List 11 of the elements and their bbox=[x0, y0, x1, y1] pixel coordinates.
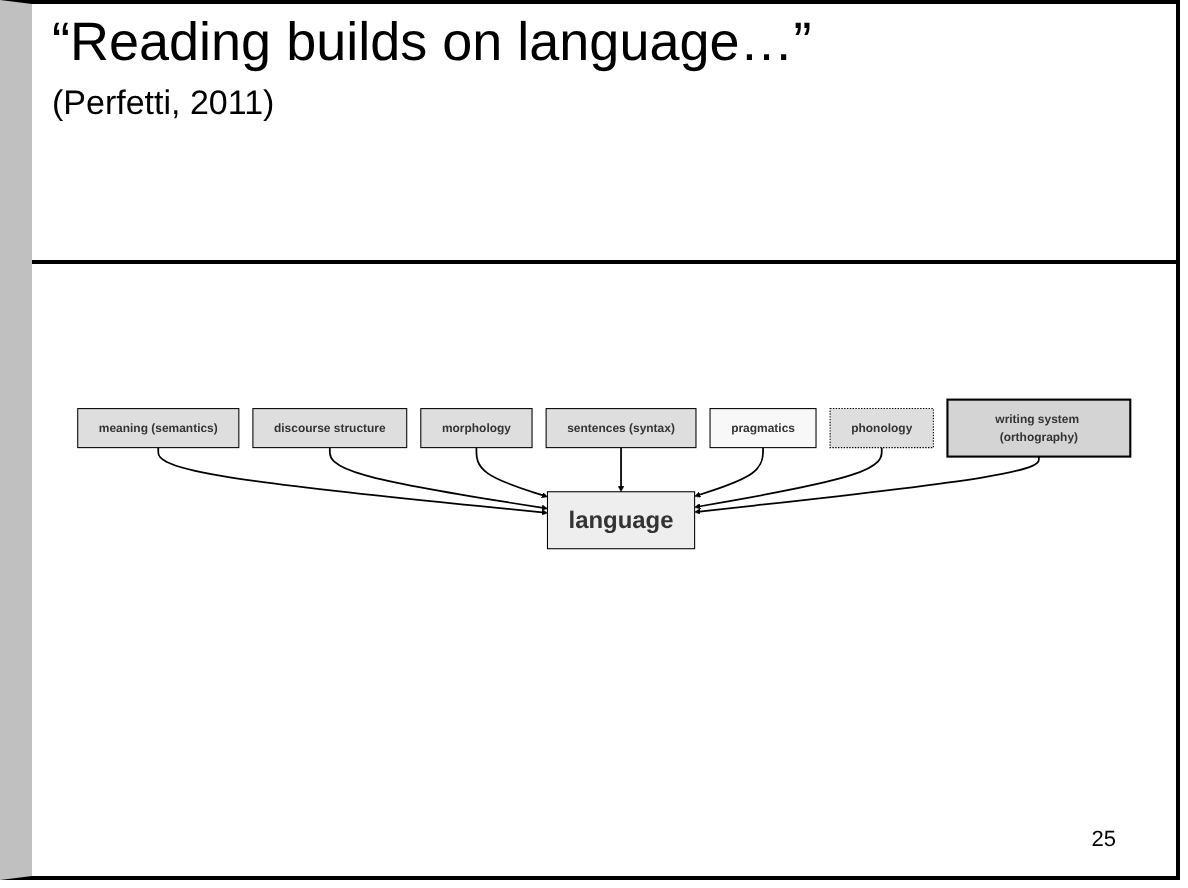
arrow bbox=[475, 446, 548, 498]
slide-title: “Reading builds on language…” bbox=[52, 12, 812, 74]
citation: (Perfetti, 2011) bbox=[52, 84, 275, 124]
page-number: 25 bbox=[1091, 828, 1116, 852]
arrow bbox=[328, 446, 548, 511]
node-box: language bbox=[546, 491, 696, 550]
arrow bbox=[157, 446, 548, 516]
arrow bbox=[694, 455, 1040, 515]
arrow bbox=[617, 446, 625, 492]
arrow bbox=[694, 446, 883, 510]
arrow bbox=[694, 446, 764, 498]
